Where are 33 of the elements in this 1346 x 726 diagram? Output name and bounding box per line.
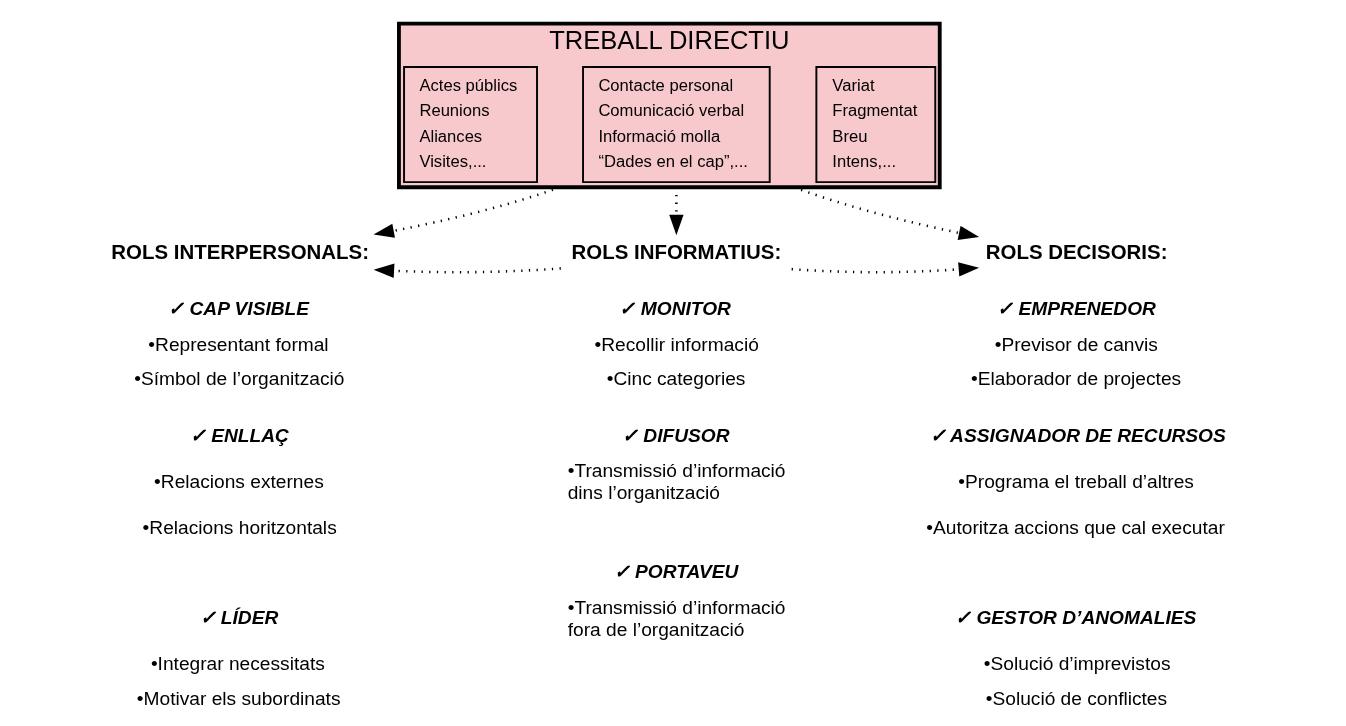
label: •Elaborador de projectes [970, 368, 1181, 390]
label: ✓ ASSIGNADOR DE RECURSOS [929, 424, 1226, 446]
label: •Cinc categories [606, 368, 745, 390]
label: •Solució de conflictes [985, 687, 1167, 709]
label: •Programa el treball d’altres [957, 471, 1194, 493]
node-box: Actes públics Reunions Aliances Visites,... [402, 66, 538, 184]
label: ✓ GESTOR D’ANOMALIES [954, 606, 1196, 628]
label: •Transmissió d’informació dins l’organització [567, 460, 786, 504]
node-text: ROLS DECISORIS: [985, 239, 1167, 263]
label: ✓ CAP VISIBLE [167, 298, 309, 320]
node-box: Contacte personal Comunicació verbal Informació molla “Dades en el cap”,... [581, 66, 771, 184]
label: ✓ PORTAVEU [613, 561, 738, 583]
label: •Autoritza accions que cal executar [925, 516, 1225, 538]
label: •Representant formal [147, 333, 329, 355]
label: ✓ DIFUSOR [621, 424, 730, 446]
arrow [373, 263, 561, 278]
label: •Solució d’imprevistos [983, 653, 1170, 675]
label: •Relacions horitzontals [142, 516, 337, 538]
label: ✓ MONITOR [618, 298, 731, 320]
label: •Integrar necessitats [150, 653, 325, 675]
label: •Previsor de canvis [994, 333, 1158, 355]
node-text: ROLS INFORMATIUS: [571, 239, 781, 263]
label: •Símbol de l’organització [133, 368, 344, 390]
label: •Recollir informació [594, 333, 759, 355]
label: ✓ ENLLAÇ [189, 424, 289, 446]
label: ✓ LÍDER [199, 606, 278, 628]
node-text: ROLS INTERPERSONALS: [110, 239, 369, 263]
label: •Motivar els subordinats [136, 687, 341, 709]
label: •Relacions externes [153, 471, 324, 493]
arrow [791, 262, 979, 277]
label: •Transmissió d’informació fora de l’organització [567, 597, 786, 640]
label: ✓ EMPRENEDOR [996, 298, 1156, 320]
node-box: Variat Fragmentat Breu Intens,... [814, 66, 936, 184]
